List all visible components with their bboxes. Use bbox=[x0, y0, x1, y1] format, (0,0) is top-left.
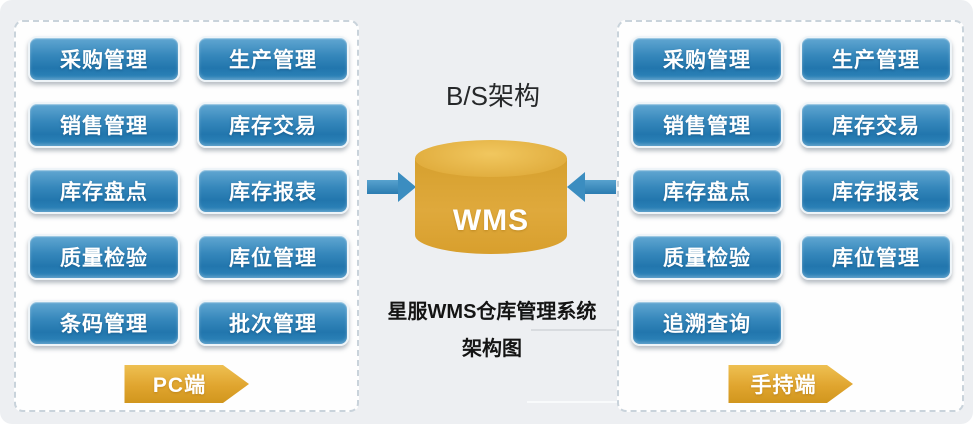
diagram-caption: 星服WMS仓库管理系统 架构图 bbox=[366, 294, 618, 368]
module-button-inventory-transaction[interactable]: 库存交易 bbox=[197, 102, 349, 148]
module-button-trace-query[interactable]: 追溯查询 bbox=[631, 300, 783, 346]
module-button-quality-inspection[interactable]: 质量检验 bbox=[28, 234, 180, 280]
module-button-barcode-management[interactable]: 条码管理 bbox=[28, 300, 180, 346]
arrow-head bbox=[398, 172, 416, 202]
module-button-production[interactable]: 生产管理 bbox=[800, 36, 952, 82]
handheld-panel: 采购管理 生产管理 销售管理 库存交易 库存盘点 库存报表 质量检验 库位管理 … bbox=[617, 20, 964, 412]
module-button-stocktaking[interactable]: 库存盘点 bbox=[28, 168, 180, 214]
module-button-location-management[interactable]: 库位管理 bbox=[800, 234, 952, 280]
arrow-shaft bbox=[367, 180, 398, 194]
caption-divider-line-faint bbox=[527, 401, 617, 403]
module-button-sales[interactable]: 销售管理 bbox=[631, 102, 783, 148]
wms-database-cylinder: WMS bbox=[415, 140, 567, 254]
module-button-sales[interactable]: 销售管理 bbox=[28, 102, 180, 148]
caption-line1: 星服WMS仓库管理系统 bbox=[387, 301, 597, 323]
arrow-left-icon bbox=[567, 172, 616, 202]
pc-module-grid: 采购管理 生产管理 销售管理 库存交易 库存盘点 库存报表 质量检验 库位管理 … bbox=[16, 22, 357, 346]
arrow-shaft bbox=[585, 180, 616, 194]
module-button-purchase[interactable]: 采购管理 bbox=[631, 36, 783, 82]
handheld-client-tag: 手持端 bbox=[728, 365, 853, 403]
module-button-inventory-transaction[interactable]: 库存交易 bbox=[800, 102, 952, 148]
pc-client-tag: PC端 bbox=[124, 365, 249, 403]
architecture-type-label: B/S架构 bbox=[446, 81, 540, 111]
cylinder-top bbox=[415, 140, 567, 177]
wms-label: WMS bbox=[452, 204, 530, 237]
arrow-right-icon bbox=[367, 172, 416, 202]
module-button-purchase[interactable]: 采购管理 bbox=[28, 36, 180, 82]
module-button-quality-inspection[interactable]: 质量检验 bbox=[631, 234, 783, 280]
module-button-production[interactable]: 生产管理 bbox=[197, 36, 349, 82]
handheld-module-grid: 采购管理 生产管理 销售管理 库存交易 库存盘点 库存报表 质量检验 库位管理 … bbox=[619, 22, 962, 346]
module-button-location-management[interactable]: 库位管理 bbox=[197, 234, 349, 280]
module-button-batch-management[interactable]: 批次管理 bbox=[197, 300, 349, 346]
caption-line2: 架构图 bbox=[462, 338, 522, 360]
module-button-stocktaking[interactable]: 库存盘点 bbox=[631, 168, 783, 214]
caption-divider-line bbox=[531, 329, 616, 331]
module-button-inventory-report[interactable]: 库存报表 bbox=[197, 168, 349, 214]
module-button-inventory-report[interactable]: 库存报表 bbox=[800, 168, 952, 214]
pc-panel: 采购管理 生产管理 销售管理 库存交易 库存盘点 库存报表 质量检验 库位管理 … bbox=[14, 20, 359, 412]
arrow-head bbox=[567, 172, 585, 202]
